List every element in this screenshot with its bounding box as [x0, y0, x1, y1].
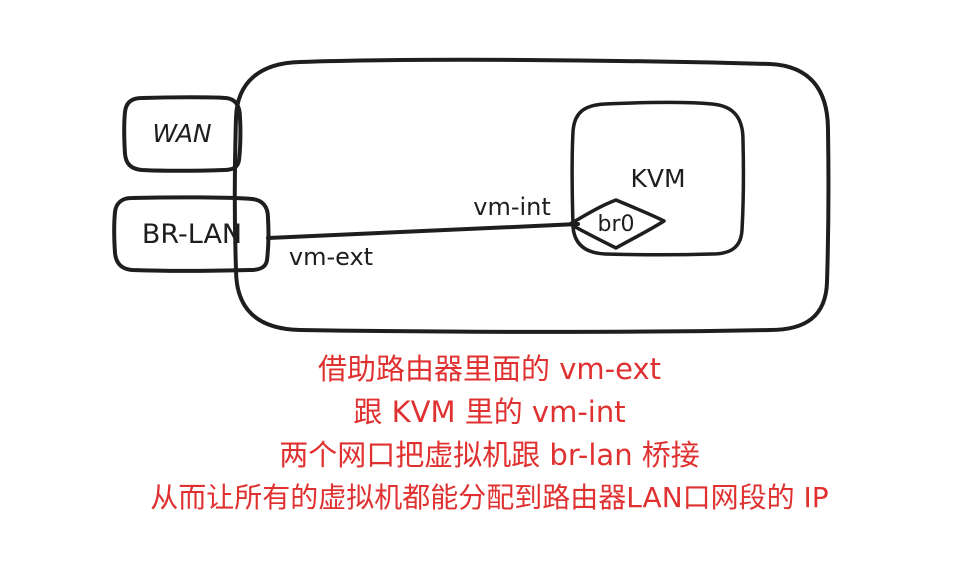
br-lan-box — [112, 195, 271, 273]
kvm-label: KVM — [630, 164, 685, 193]
caption-line-4: 从而让所有的虚拟机都能分配到路由器LAN口网段的 IP — [150, 481, 829, 514]
caption-line-2: 跟 KVM 里的 vm-int — [353, 395, 626, 429]
br-lan-label: BR-LAN — [142, 219, 242, 250]
kvm-box — [570, 100, 746, 257]
wan-box — [122, 95, 243, 173]
br0-label: br0 — [597, 212, 634, 237]
br0-diamond — [568, 198, 666, 250]
wan-label: WAN — [152, 119, 212, 148]
caption-line-3: 两个网口把虚拟机跟 br-lan 桥接 — [279, 438, 700, 472]
caption-line-1: 借助路由器里面的 vm-ext — [318, 352, 661, 386]
vm-int-label: vm-int — [473, 193, 551, 221]
vm-link-line — [266, 222, 580, 240]
vm-ext-label: vm-ext — [289, 243, 373, 271]
